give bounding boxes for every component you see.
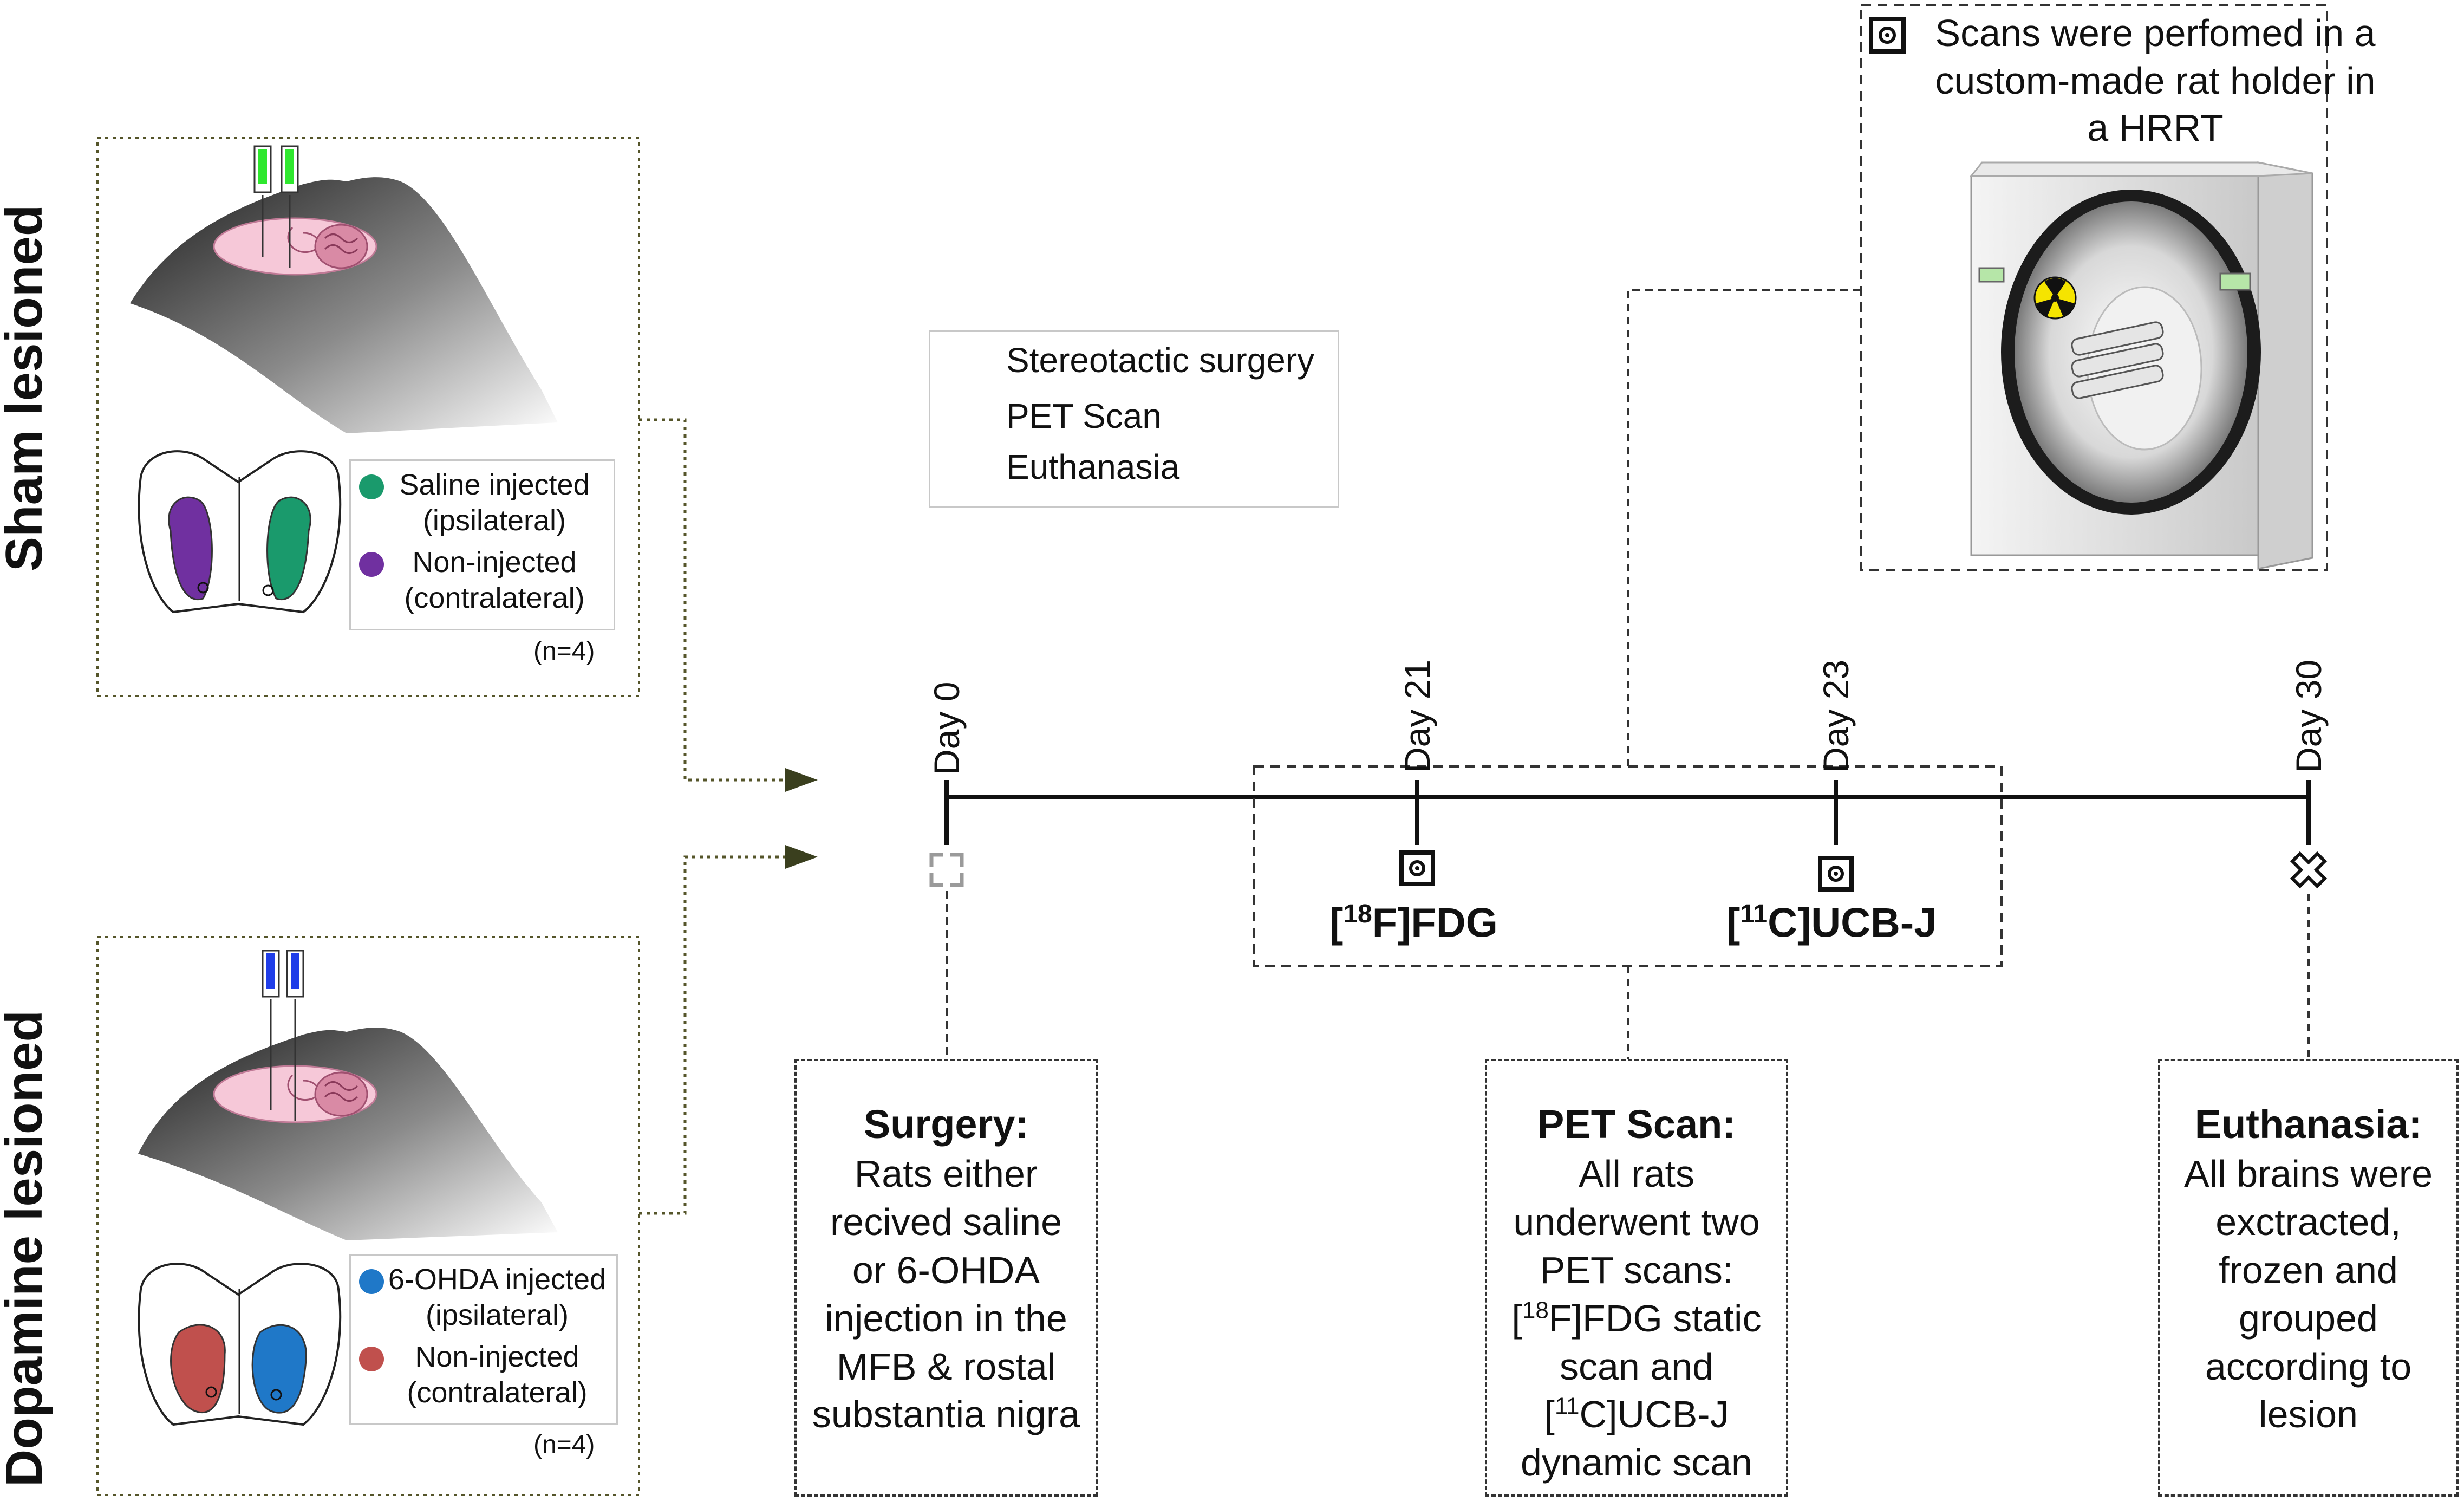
ohda-injected-swatch <box>359 1269 384 1294</box>
sham-connector <box>639 418 807 782</box>
dopamine-non-injected-swatch <box>359 1347 384 1371</box>
dopamine-connector <box>639 855 807 1215</box>
dopamine-brain-section <box>138 1263 342 1426</box>
surgery-info-box: Surgery: Rats either recived saline or 6… <box>794 1059 1098 1497</box>
timeline-pet-marker-icon-day21 <box>1399 850 1435 886</box>
ohda-injected-label: 6-OHDA injected(ipsilateral) <box>388 1263 607 1331</box>
dopamine-rat-illustration <box>138 950 558 1240</box>
scanner-panel-frame <box>1860 4 2328 571</box>
hrrt-scanner-illustration <box>1969 161 2313 570</box>
day-0-label: Day 0 <box>927 681 967 775</box>
scanner-caption-pet-icon <box>1869 17 1906 54</box>
scanner-caption: Scans were perfomed in a custom-made rat… <box>1935 12 2376 149</box>
sham-group-label: Sham lesioned <box>0 204 53 571</box>
scanner-connector <box>1627 289 1861 766</box>
sham-sample-size: (n=4) <box>533 637 595 666</box>
key-pet-label: PET Scan <box>1006 396 1162 435</box>
ucbj-tracer-label: [11C]UCB-J <box>1726 900 1937 946</box>
timeline-pet-marker-icon-day23 <box>1818 856 1854 892</box>
saline-injected-label: Saline injected(ipsilateral) <box>399 469 590 537</box>
sham-non-injected-swatch <box>359 552 384 577</box>
dopamine-legend: 6-OHDA injected(ipsilateral) Non-injecte… <box>349 1254 618 1425</box>
euthanasia-info-box: Euthanasia: All brains were exctracted, … <box>2158 1059 2459 1497</box>
dopamine-panel-frame <box>96 936 640 1496</box>
key-euthanasia-label: Euthanasia <box>1006 447 1180 486</box>
dopamine-non-injected-label: Non-injected(contralateral) <box>407 1341 588 1409</box>
sham-panel-frame <box>96 137 640 697</box>
saline-injected-swatch <box>359 474 384 499</box>
pet-info-box: PET Scan: All rats underwent two PET sca… <box>1485 1059 1788 1497</box>
pet-box-title: PET Scan: <box>1537 1102 1736 1147</box>
sham-non-injected-label: Non-injected(contralateral) <box>404 546 585 614</box>
fdg-tracer-label: [18F]FDG <box>1329 900 1498 946</box>
sham-rat-illustration <box>130 145 558 433</box>
day-30-label: Day 30 <box>2289 659 2329 773</box>
timeline-euthanasia-marker-icon <box>2290 851 2328 889</box>
euthanasia-box-title: Euthanasia: <box>2194 1102 2422 1147</box>
surgery-box-title: Surgery: <box>863 1102 1029 1147</box>
dopamine-group-label: Dopamine lesioned <box>0 1010 53 1487</box>
key-surgery-label: Stereotactic surgery <box>1006 341 1315 380</box>
dopamine-arrow-icon <box>785 845 818 869</box>
event-key-legend: Stereotactic surgery PET Scan Euthanasia <box>929 330 1339 508</box>
sham-legend: Saline injected(ipsilateral) Non-injecte… <box>349 459 615 630</box>
day-21-label: Day 21 <box>1397 659 1437 773</box>
dopamine-sample-size: (n=4) <box>533 1431 595 1459</box>
timeline-surgery-marker-icon <box>929 853 964 887</box>
sham-arrow-icon <box>785 768 818 792</box>
day-23-label: Day 23 <box>1816 659 1856 773</box>
sham-brain-section <box>138 450 342 614</box>
